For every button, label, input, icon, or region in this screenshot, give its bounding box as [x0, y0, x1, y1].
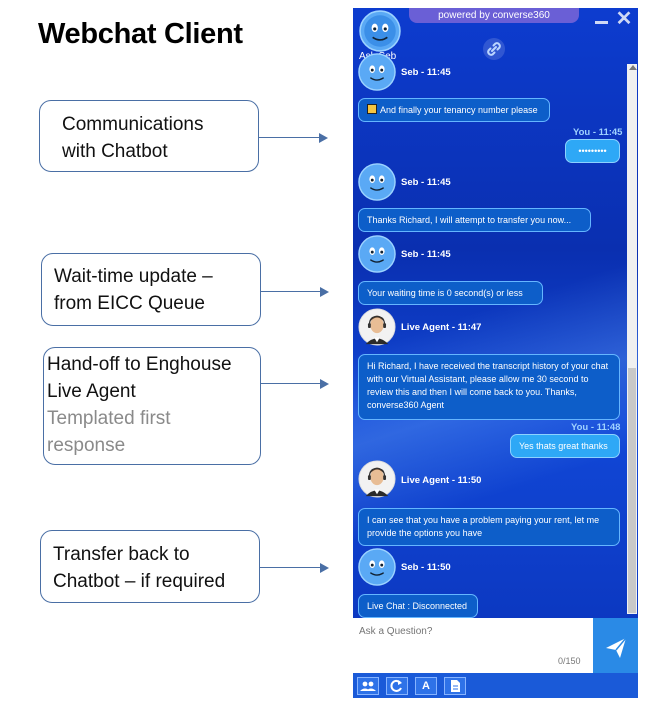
message-text: Yes thats great thanks — [519, 441, 608, 451]
agent-message-bubble: I can see that you have a problem paying… — [358, 508, 620, 546]
message-sender: Seb - 11:45 — [401, 249, 451, 260]
callout-line: Hand-off to Enghouse — [47, 354, 232, 375]
callout-arrow — [259, 132, 328, 143]
scroll-up-arrow[interactable] — [629, 65, 637, 70]
send-button[interactable] — [593, 618, 638, 673]
bot-avatar-icon — [358, 548, 396, 586]
user-message-bubble: ••••••••• — [565, 139, 620, 163]
callout-arrow — [261, 286, 329, 297]
callout-line: Wait-time update – — [54, 266, 213, 287]
widget-header: powered by converse360 Ask Seb ✕ — [353, 8, 638, 64]
callout-line: Chatbot – if required — [53, 571, 226, 592]
callout-chatbot-communications: Communications with Chatbot — [39, 100, 259, 172]
message-text: Hi Richard, I have received the transcri… — [367, 361, 609, 410]
callout-transfer-back: Transfer back to Chatbot – if required — [40, 530, 260, 603]
message-sender: Seb - 11:45 — [401, 67, 451, 78]
refresh-button[interactable] — [386, 677, 408, 695]
callout-wait-time: Wait-time update – from EICC Queue — [41, 253, 261, 326]
message-sender: Seb - 11:50 — [401, 562, 451, 573]
message-text: Thanks Richard, I will attempt to transf… — [367, 215, 572, 225]
bot-avatar-icon — [358, 163, 396, 201]
callout-hand-off: Hand-off to Enghouse Live Agent Template… — [43, 347, 261, 465]
callout-line: Communications — [62, 114, 204, 135]
callout-line: with Chatbot — [62, 141, 168, 162]
font-size-button[interactable]: A — [415, 677, 437, 695]
participants-button[interactable] — [357, 677, 379, 695]
page-title: Webchat Client — [38, 18, 243, 50]
bot-avatar-icon — [358, 53, 396, 91]
minimize-button[interactable] — [593, 12, 611, 28]
agent-avatar-icon — [358, 308, 396, 346]
message-sender: Live Agent - 11:50 — [401, 475, 482, 486]
bot-avatar-icon — [359, 10, 401, 52]
bot-message-bubble: Thanks Richard, I will attempt to transf… — [358, 208, 591, 232]
message-text: I can see that you have a problem paying… — [367, 515, 600, 538]
user-timestamp: You - 11:45 — [573, 127, 623, 138]
message-text: Live Chat : Disconnected — [367, 601, 468, 611]
message-input-area — [353, 618, 593, 673]
webchat-widget: powered by converse360 Ask Seb ✕ Seb - 1… — [353, 8, 638, 698]
scrollbar-track[interactable] — [627, 64, 637, 614]
close-button[interactable]: ✕ — [615, 8, 633, 30]
message-text: And finally your tenancy number please — [380, 105, 538, 115]
message-sender: Live Agent - 11:47 — [401, 322, 482, 333]
callout-line: Transfer back to — [53, 544, 190, 565]
bot-avatar-icon — [358, 235, 396, 273]
powered-by-banner: powered by converse360 — [409, 8, 579, 23]
transcript-button[interactable] — [444, 677, 466, 695]
bot-message-bubble: Your waiting time is 0 second(s) or less — [358, 281, 543, 305]
tenancy-card-icon — [367, 104, 377, 114]
user-timestamp: You - 11:48 — [571, 422, 621, 433]
bot-message-bubble: And finally your tenancy number please — [358, 98, 550, 122]
message-text: Your waiting time is 0 second(s) or less — [367, 288, 523, 298]
link-icon[interactable] — [483, 38, 505, 60]
callout-line: from EICC Queue — [54, 293, 205, 314]
message-text: ••••••••• — [578, 146, 607, 156]
widget-toolbar: A — [353, 673, 638, 698]
user-message-bubble: Yes thats great thanks — [510, 434, 620, 458]
callout-line: Live Agent — [47, 381, 136, 402]
scrollbar-thumb[interactable] — [628, 368, 636, 613]
callout-arrow — [261, 378, 329, 389]
callout-line: Templated first — [47, 408, 171, 429]
agent-avatar-icon — [358, 460, 396, 498]
refresh-icon — [390, 679, 402, 692]
char-counter: 0/150 — [558, 656, 581, 666]
bot-message-bubble: Live Chat : Disconnected — [358, 594, 478, 618]
callout-line: response — [47, 435, 126, 456]
agent-message-bubble: Hi Richard, I have received the transcri… — [358, 354, 620, 420]
document-icon — [451, 680, 460, 692]
question-input[interactable] — [353, 618, 593, 673]
callout-arrow — [260, 562, 329, 573]
message-sender: Seb - 11:45 — [401, 177, 451, 188]
users-icon — [360, 681, 376, 691]
send-icon — [606, 637, 627, 658]
